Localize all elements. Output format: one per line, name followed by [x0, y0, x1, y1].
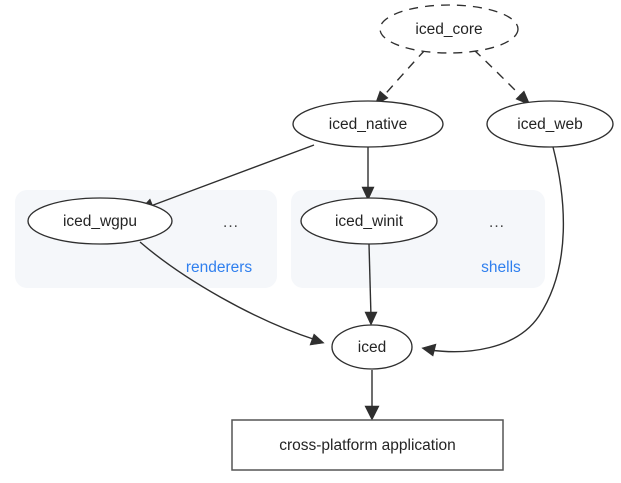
node-iced-native-shape: [292, 100, 444, 148]
node-iced-web-shape: [486, 100, 614, 148]
edge-iced-web-to-iced: [421, 146, 565, 357]
node-iced-winit-shape: [300, 197, 438, 245]
edge-iced-winit-to-iced: [364, 243, 378, 326]
cluster-shells-label: shells: [481, 259, 521, 276]
node-iced-wgpu-shape: [27, 197, 173, 245]
node-iced-core-shape: [379, 4, 519, 54]
node-iced-core-label: iced_core: [415, 21, 482, 38]
node-iced-core[interactable]: iced_core: [379, 4, 519, 54]
node-iced-wgpu[interactable]: iced_wgpu: [27, 197, 173, 245]
node-application[interactable]: cross-platform application: [231, 419, 504, 471]
edge-iced-wgpu-to-iced: [139, 241, 325, 346]
cluster-renderers-label: renderers: [186, 259, 253, 276]
node-iced-winit-label: iced_winit: [335, 213, 404, 230]
node-iced-winit[interactable]: iced_winit: [300, 197, 438, 245]
node-iced[interactable]: iced: [331, 324, 413, 370]
renderers-more-label: ...: [223, 214, 239, 231]
node-application-label: cross-platform application: [279, 437, 456, 454]
shells-more-label: ...: [489, 214, 505, 231]
edge-iced-native-to-iced-winit: [361, 147, 375, 201]
edge-iced-core-to-iced-native: [374, 49, 426, 106]
node-iced-label: iced: [358, 339, 386, 356]
node-iced-shape: [331, 324, 413, 370]
edge-iced-core-to-iced-web: [473, 49, 531, 106]
node-iced-native[interactable]: iced_native: [292, 100, 444, 148]
edge-iced-to-application: [364, 370, 380, 421]
node-application-shape: [231, 419, 504, 471]
node-iced-wgpu-label: iced_wgpu: [63, 213, 137, 230]
node-iced-web-label: iced_web: [517, 116, 583, 133]
node-iced-native-label: iced_native: [329, 116, 407, 133]
node-iced-web[interactable]: iced_web: [486, 100, 614, 148]
